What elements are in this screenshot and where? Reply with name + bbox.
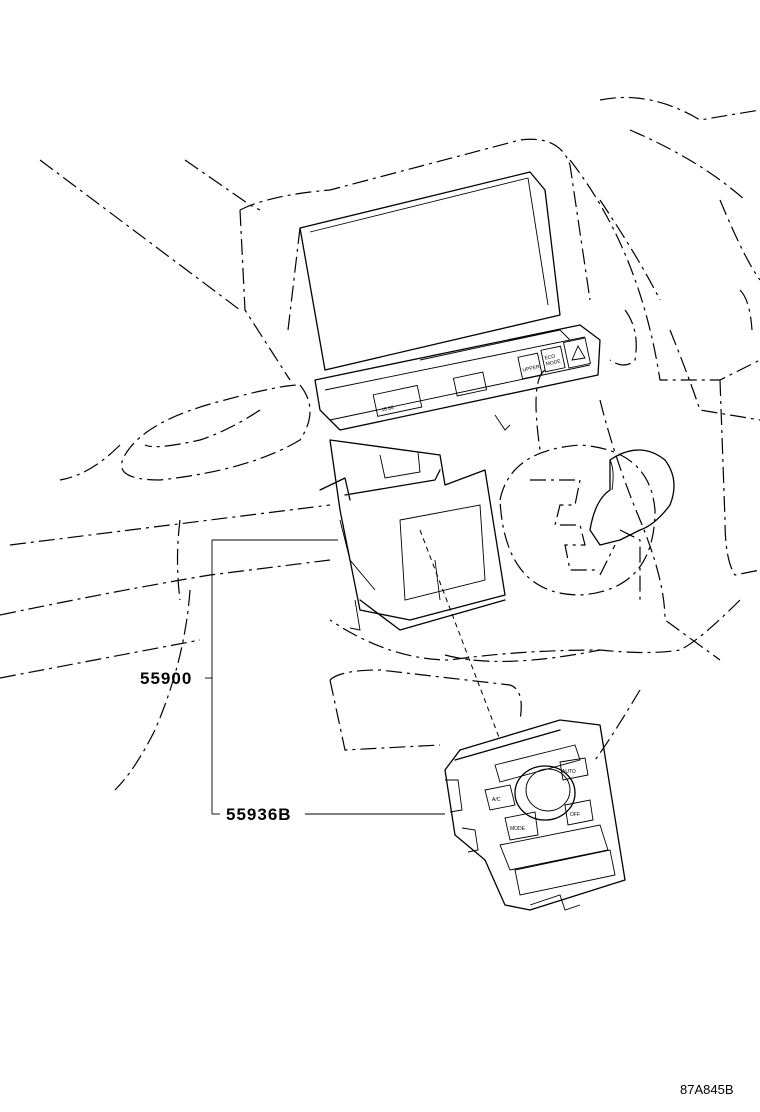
part-label-55936B: 55936B [226, 805, 292, 824]
leader-lines [205, 529, 501, 815]
display-digits: 18.88 [381, 405, 395, 414]
climate-switch-assembly: A/C AUTO MODE OFF [444, 719, 626, 911]
front-control-panel: 18.88 UPPER ECO MODE [314, 324, 601, 431]
dashboard-outline [0, 96, 760, 791]
upper-button-label: UPPER [522, 364, 540, 374]
rotary-knob [514, 765, 576, 821]
ac-button-label: A/C [492, 797, 501, 803]
hazard-icon [571, 345, 586, 361]
off-button-label: OFF [570, 812, 580, 818]
eco-button-label: ECO [544, 353, 556, 361]
mode-button-label: MODE [510, 826, 526, 832]
display-unit [287, 171, 561, 371]
eco-button-label-line2: MODE [545, 358, 562, 367]
illustration-code: 87A845B [680, 1082, 734, 1097]
part-label-55900: 55900 [140, 669, 192, 688]
bracket-housing [319, 439, 506, 631]
auto-button-label: AUTO [562, 769, 576, 775]
assembly-leader-dashed [419, 529, 501, 741]
